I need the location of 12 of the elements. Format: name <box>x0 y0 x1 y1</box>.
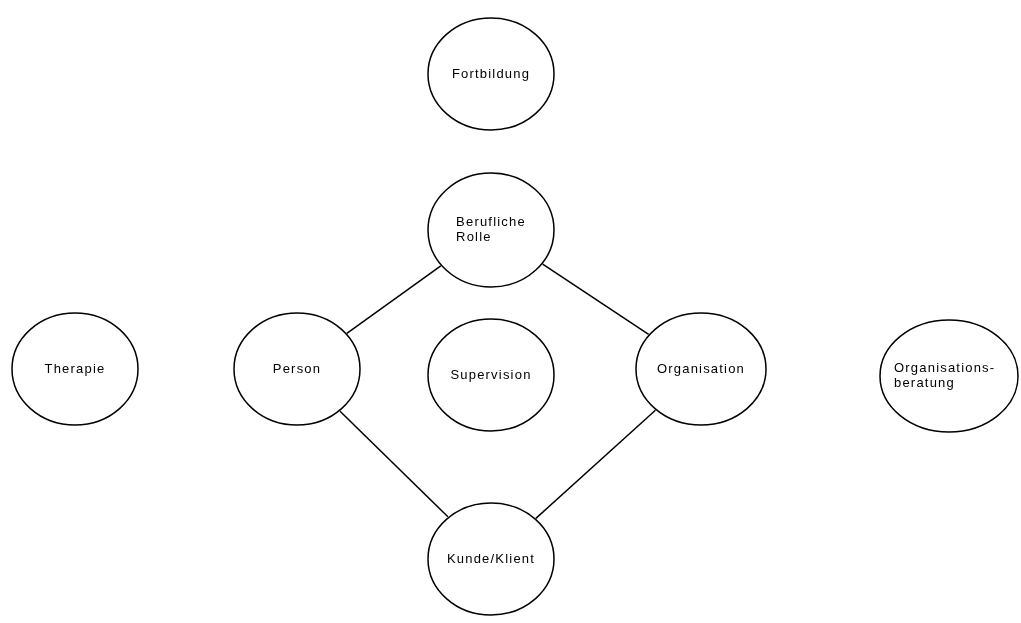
node-label: Fortbildung <box>451 66 531 82</box>
node-label: Berufliche Rolle <box>456 215 526 245</box>
node-label: Organisation <box>656 361 746 377</box>
node-label: Organisations- beratung <box>894 361 997 391</box>
connector-line <box>339 410 449 518</box>
node-label: Person <box>272 361 322 377</box>
connector-line <box>541 263 650 336</box>
connector-line <box>535 409 657 520</box>
node-label: Supervision <box>450 367 532 383</box>
node-label: Kunde/Klient <box>446 551 536 567</box>
connector-line <box>346 265 442 334</box>
node-label: Therapie <box>44 361 106 377</box>
